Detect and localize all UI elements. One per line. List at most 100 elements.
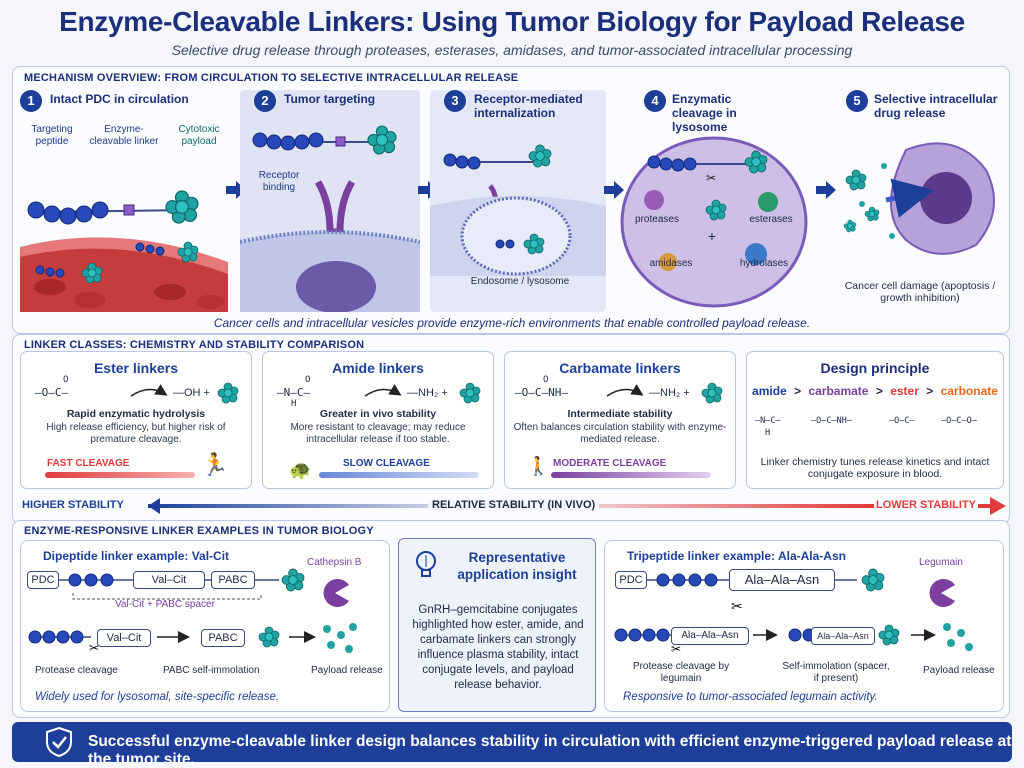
stability-order: amide > carbamate > ester > carbonate [747,384,1003,398]
insight-title: Representative application insight [457,550,577,582]
flow-arrow-icon [816,181,836,199]
aaa-caption: Responsive to tumor-associated legumain … [623,691,878,703]
card-title: Ester linkers [93,360,179,376]
hydrolases-label: hydrolases [739,258,789,269]
step-self-immolation: Self-immolation (spacer, if present) [782,661,890,684]
cleavage-bar [551,472,711,478]
ester-card: Ester linkers O —O—C— —OH + Rapid enzyma… [20,351,252,489]
valcit-caption: Widely used for lysosomal, site-specific… [35,691,280,703]
lightbulb-icon [416,551,436,577]
cleavage-label: SLOW CLEAVAGE [343,458,430,469]
spacer-bracket [72,593,262,600]
pacman-enzyme-icon [929,579,955,607]
payload-icon [217,382,239,404]
insight-text: GnRH–gemcitabine conjugates highlighted … [412,604,584,691]
esterases-label: esterases [749,214,793,225]
insight-box: Representative application insight GnRH–… [398,538,596,712]
svg-text:✂: ✂ [671,642,681,656]
aaa-box: Ala–Ala–Asn [729,569,835,591]
carbonyl-o: O [543,375,549,385]
classes-heading: LINKER CLASSES: CHEMISTRY AND STABILITY … [24,339,365,351]
cleavage-label: FAST CLEAVAGE [47,458,130,469]
reaction-arrow-icon [606,384,644,397]
pdc-illustration [20,190,228,312]
amide-h: H [291,399,297,409]
reaction-arrow-icon [364,384,402,397]
stability-scale: HIGHER STABILITY RELATIVE STABILITY (IN … [18,493,1008,519]
design-description: Linker chemistry tunes release kinetics … [760,456,990,480]
amide-product: —NH₂ + [407,387,448,399]
order-gt: > [794,384,802,398]
internalization-illustration [430,144,606,276]
order-amide: amide [752,384,787,398]
stage-2: 2 Tumor targeting Receptor binding [240,90,420,312]
cleavage-label: MODERATE CLEAVAGE [553,458,667,469]
stage-number: 4 [644,90,666,112]
aaa-title: Tripeptide linker example: Ala-Ala-Asn [627,549,846,563]
relative-stability-label: RELATIVE STABILITY (IN VIVO) [428,499,600,511]
stage-5: 5 Selective intracellular drug release C… [836,90,1004,312]
step-protease-cleavage: Protease cleavage [35,665,118,676]
legumain-label: Legumain [919,557,963,568]
carbamate-product: —NH₂ + [649,387,690,399]
cancer-cell-illustration [843,142,995,255]
payload-label: Cytotoxic payload [178,124,220,147]
walker-icon: 🚶 [527,456,550,476]
stage-4: 4 Enzymatic cleavage in lysosome ✂ prote… [616,90,812,312]
card-title: Amide linkers [332,360,424,376]
pabc-box: PABC [211,571,255,589]
order-carbonate: carbonate [940,384,998,398]
valcit-cleavage-step: ✂ [28,623,357,655]
valcit-title: Dipeptide linker example: Val-Cit [43,549,230,563]
step-legumain-cleavage: Protease cleavage by legumain [632,661,730,684]
order-carbamate: carbamate [808,384,869,398]
turtle-icon: 🐢 [289,460,312,480]
examples-heading: ENZYME-RESPONSIVE LINKER EXAMPLES IN TUM… [24,525,374,537]
cathepsin-label: Cathepsin B [307,557,362,568]
runner-icon: 🏃 [201,452,229,477]
stage-label: Selective intracellular drug release [874,92,998,120]
step-pabc-immolation: PABC self-immolation [163,665,260,676]
page-title: Enzyme-Cleavable Linkers: Using Tumor Bi… [59,6,965,37]
tumor-cell-illustration [240,125,420,312]
formula-ester: —O—C— [889,416,915,426]
stage-label: Receptor-mediated internalization [474,92,583,120]
formula-amide: —N—C— [755,416,781,426]
stage-label: Intact PDC in circulation [50,92,189,106]
pdc-box: PDC [27,571,59,589]
formula-text: —O—C—NH— [515,386,568,399]
carbamate-card: Carbamate linkers O —O—C—NH— —NH₂ + Inte… [504,351,736,489]
targeting-peptide-label: Targeting peptide [31,124,73,147]
plus-sign: + [707,228,717,244]
page-subtitle: Selective drug release through proteases… [171,42,853,58]
stage-number: 5 [846,90,868,112]
aaa-panel: Tripeptide linker example: Ala-Ala-Asn L… [604,540,1004,712]
carbonyl-o: O [305,375,311,385]
card-title: Design principle [820,360,930,376]
stage-label: Enzymatic cleavage in lysosome [672,92,737,134]
card-description: More resistant to cleavage; may reduce i… [290,422,466,445]
mechanism-heading: MECHANISM OVERVIEW: FROM CIRCULATION TO … [24,72,519,84]
valcit-panel: Dipeptide linker example: Val-Cit Cathep… [20,540,390,712]
lysosome-illustration: ✂ [620,136,808,308]
lower-stability-label: LOWER STABILITY [874,499,979,511]
flow-arrow-icon [604,181,624,199]
order-gt: > [926,384,934,398]
formula-text: —O—C— [35,386,69,399]
mechanism-caption: Cancer cells and intracellular vesicles … [213,316,811,330]
receptor-binding-label: Receptor binding [258,170,300,193]
stage-label: Tumor targeting [284,92,376,106]
stage-number: 3 [444,90,466,112]
carbonyl-o: O [63,375,69,385]
reaction-arrow-icon [130,384,168,397]
aaa-box-3: Ala–Ala–Asn [811,627,875,645]
card-subheading: Rapid enzymatic hydrolysis [66,408,206,420]
amide-card: Amide linkers O —N—C— H —NH₂ + Greater i… [262,351,494,489]
linker-label: Enzyme-cleavable linker [89,124,159,147]
aaa-cleavage-step: ✂ [614,623,973,656]
card-title: Carbamate linkers [559,360,681,376]
svg-text:✂: ✂ [731,598,743,614]
endosome-label: Endosome / lysosome [470,276,570,287]
proteases-label: proteases [635,214,679,225]
amidases-label: amidases [649,258,693,269]
